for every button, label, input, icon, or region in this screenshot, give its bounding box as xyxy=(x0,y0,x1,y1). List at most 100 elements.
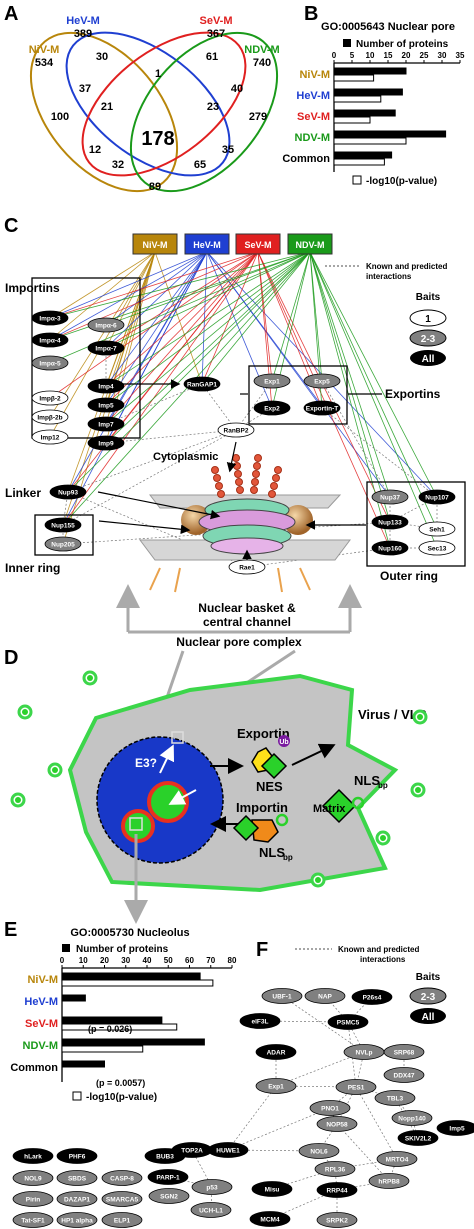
common-p-value-annotation: (p = 0.0057) xyxy=(96,1078,145,1088)
legend-interactions-1: Known and predicted xyxy=(366,262,447,271)
npc-filament-bead xyxy=(254,454,262,462)
npc-ring-base xyxy=(210,537,284,555)
legend-baits-one xyxy=(409,309,447,327)
venn-region-count: 89 xyxy=(149,181,161,193)
exportins-box xyxy=(248,365,348,425)
node-imp5 xyxy=(87,397,125,413)
virus-particle-core xyxy=(15,797,21,803)
node-tbl3 xyxy=(374,1090,416,1106)
node-imp12 xyxy=(31,429,69,445)
virus-particle-core xyxy=(417,714,423,720)
bait-edge xyxy=(49,251,208,319)
nucleolus-m-large xyxy=(147,781,189,823)
legend-baits-title: Baits xyxy=(416,972,441,983)
node-rangap1 xyxy=(183,376,221,392)
bait-label: SeV-M xyxy=(244,240,271,250)
bait-edge xyxy=(309,251,391,498)
venn-set-total-hev: 389 xyxy=(74,28,92,40)
node-nup160 xyxy=(371,540,409,556)
node-label: Exportin-T xyxy=(306,406,339,413)
bait-edge xyxy=(154,251,203,385)
node-label: BUB3 xyxy=(156,1154,174,1161)
venn-region-count: 40 xyxy=(231,83,243,95)
category-label: Common xyxy=(282,153,330,165)
arrow-cytoplasmic xyxy=(226,441,237,473)
node-phf6 xyxy=(56,1148,98,1164)
node-nol6 xyxy=(298,1143,340,1159)
node-ddx47 xyxy=(383,1067,425,1083)
node-label: Impβ-2b xyxy=(37,415,62,422)
node-label: NVLp xyxy=(356,1050,373,1057)
panel-label-d: D xyxy=(4,647,18,669)
legend-filled-swatch xyxy=(62,944,70,952)
venn-ellipse-sev xyxy=(81,31,247,177)
matrix-label: Matrix xyxy=(313,803,346,815)
hev-p-value-annotation: (p = 0.026) xyxy=(88,1024,132,1034)
node-srpk2 xyxy=(316,1212,358,1228)
arrow-into-nucleolus xyxy=(168,789,197,805)
x-tick-label: 50 xyxy=(164,956,173,965)
legend-baits-one-label: 1 xyxy=(425,314,431,325)
node-label: hRPB8 xyxy=(378,1179,400,1186)
node-mrto4 xyxy=(376,1151,418,1167)
bait-edge xyxy=(62,251,259,526)
npc-zoom-box xyxy=(171,731,184,744)
node-label: SBDS xyxy=(68,1176,87,1183)
bait-edge xyxy=(309,251,438,498)
x-tick-label: 10 xyxy=(366,51,375,60)
bar-number-of-proteins xyxy=(61,1038,205,1046)
node-label: Exp5 xyxy=(314,379,330,386)
node-bub3 xyxy=(144,1148,186,1164)
node-label: PSMC5 xyxy=(337,1020,360,1027)
venn-region-count: 1 xyxy=(155,68,161,80)
node-label: Imp9 xyxy=(98,441,114,448)
arrow-to-virus xyxy=(291,743,336,766)
node-rae1 xyxy=(228,559,266,575)
venn-region-count: 23 xyxy=(207,101,219,113)
panel-label-a: A xyxy=(4,3,18,25)
node-pirin xyxy=(12,1191,54,1207)
node-nup107 xyxy=(418,489,456,505)
ub-badge xyxy=(278,735,290,747)
npc-filament-bead xyxy=(211,466,219,474)
virus-particle-cores xyxy=(15,675,423,883)
node-parp1 xyxy=(147,1169,189,1185)
node-label: Nup205 xyxy=(51,542,75,549)
category-label: NDV-M xyxy=(23,1040,58,1052)
x-tick-label: 80 xyxy=(228,956,237,965)
bait-edge xyxy=(105,251,208,326)
node-label: p53 xyxy=(206,1185,218,1192)
npc-filament-bead xyxy=(215,482,223,490)
bait-edge xyxy=(105,251,156,349)
node-label: UCH-L1 xyxy=(199,1208,223,1215)
node-label: Nup93 xyxy=(58,490,78,497)
predicted-edge xyxy=(62,429,237,526)
x-tick-label: 15 xyxy=(384,51,393,60)
node-label: MRTO4 xyxy=(386,1157,409,1164)
venn-ellipse-hev xyxy=(65,31,231,177)
predicted-edge xyxy=(355,1086,398,1160)
venn-region-count: 35 xyxy=(222,144,234,156)
bar-number-of-proteins xyxy=(61,994,86,1002)
bait-edge xyxy=(67,251,208,493)
node-misu xyxy=(251,1181,293,1197)
predicted-edge xyxy=(321,407,438,498)
bait-edge xyxy=(49,251,208,341)
x-tick-label: 70 xyxy=(206,956,215,965)
node-label: Misu xyxy=(265,1187,280,1194)
npc-filament-bead xyxy=(234,470,242,478)
importins-box xyxy=(31,277,141,439)
bait-edge xyxy=(49,251,259,319)
legend-interactions-2: interactions xyxy=(366,272,412,281)
x-tick-label: 5 xyxy=(350,51,355,60)
venn-region-count: 65 xyxy=(194,159,206,171)
venn-ellipse-niv xyxy=(29,31,179,193)
node-nup133 xyxy=(371,514,409,530)
node-impa7 xyxy=(87,340,125,356)
bait-node-niv-m xyxy=(132,233,178,255)
bar-number-of-proteins xyxy=(333,130,447,138)
bait-edge xyxy=(257,251,391,549)
node-casp8 xyxy=(101,1170,143,1186)
node-label: Imp7 xyxy=(98,422,114,429)
